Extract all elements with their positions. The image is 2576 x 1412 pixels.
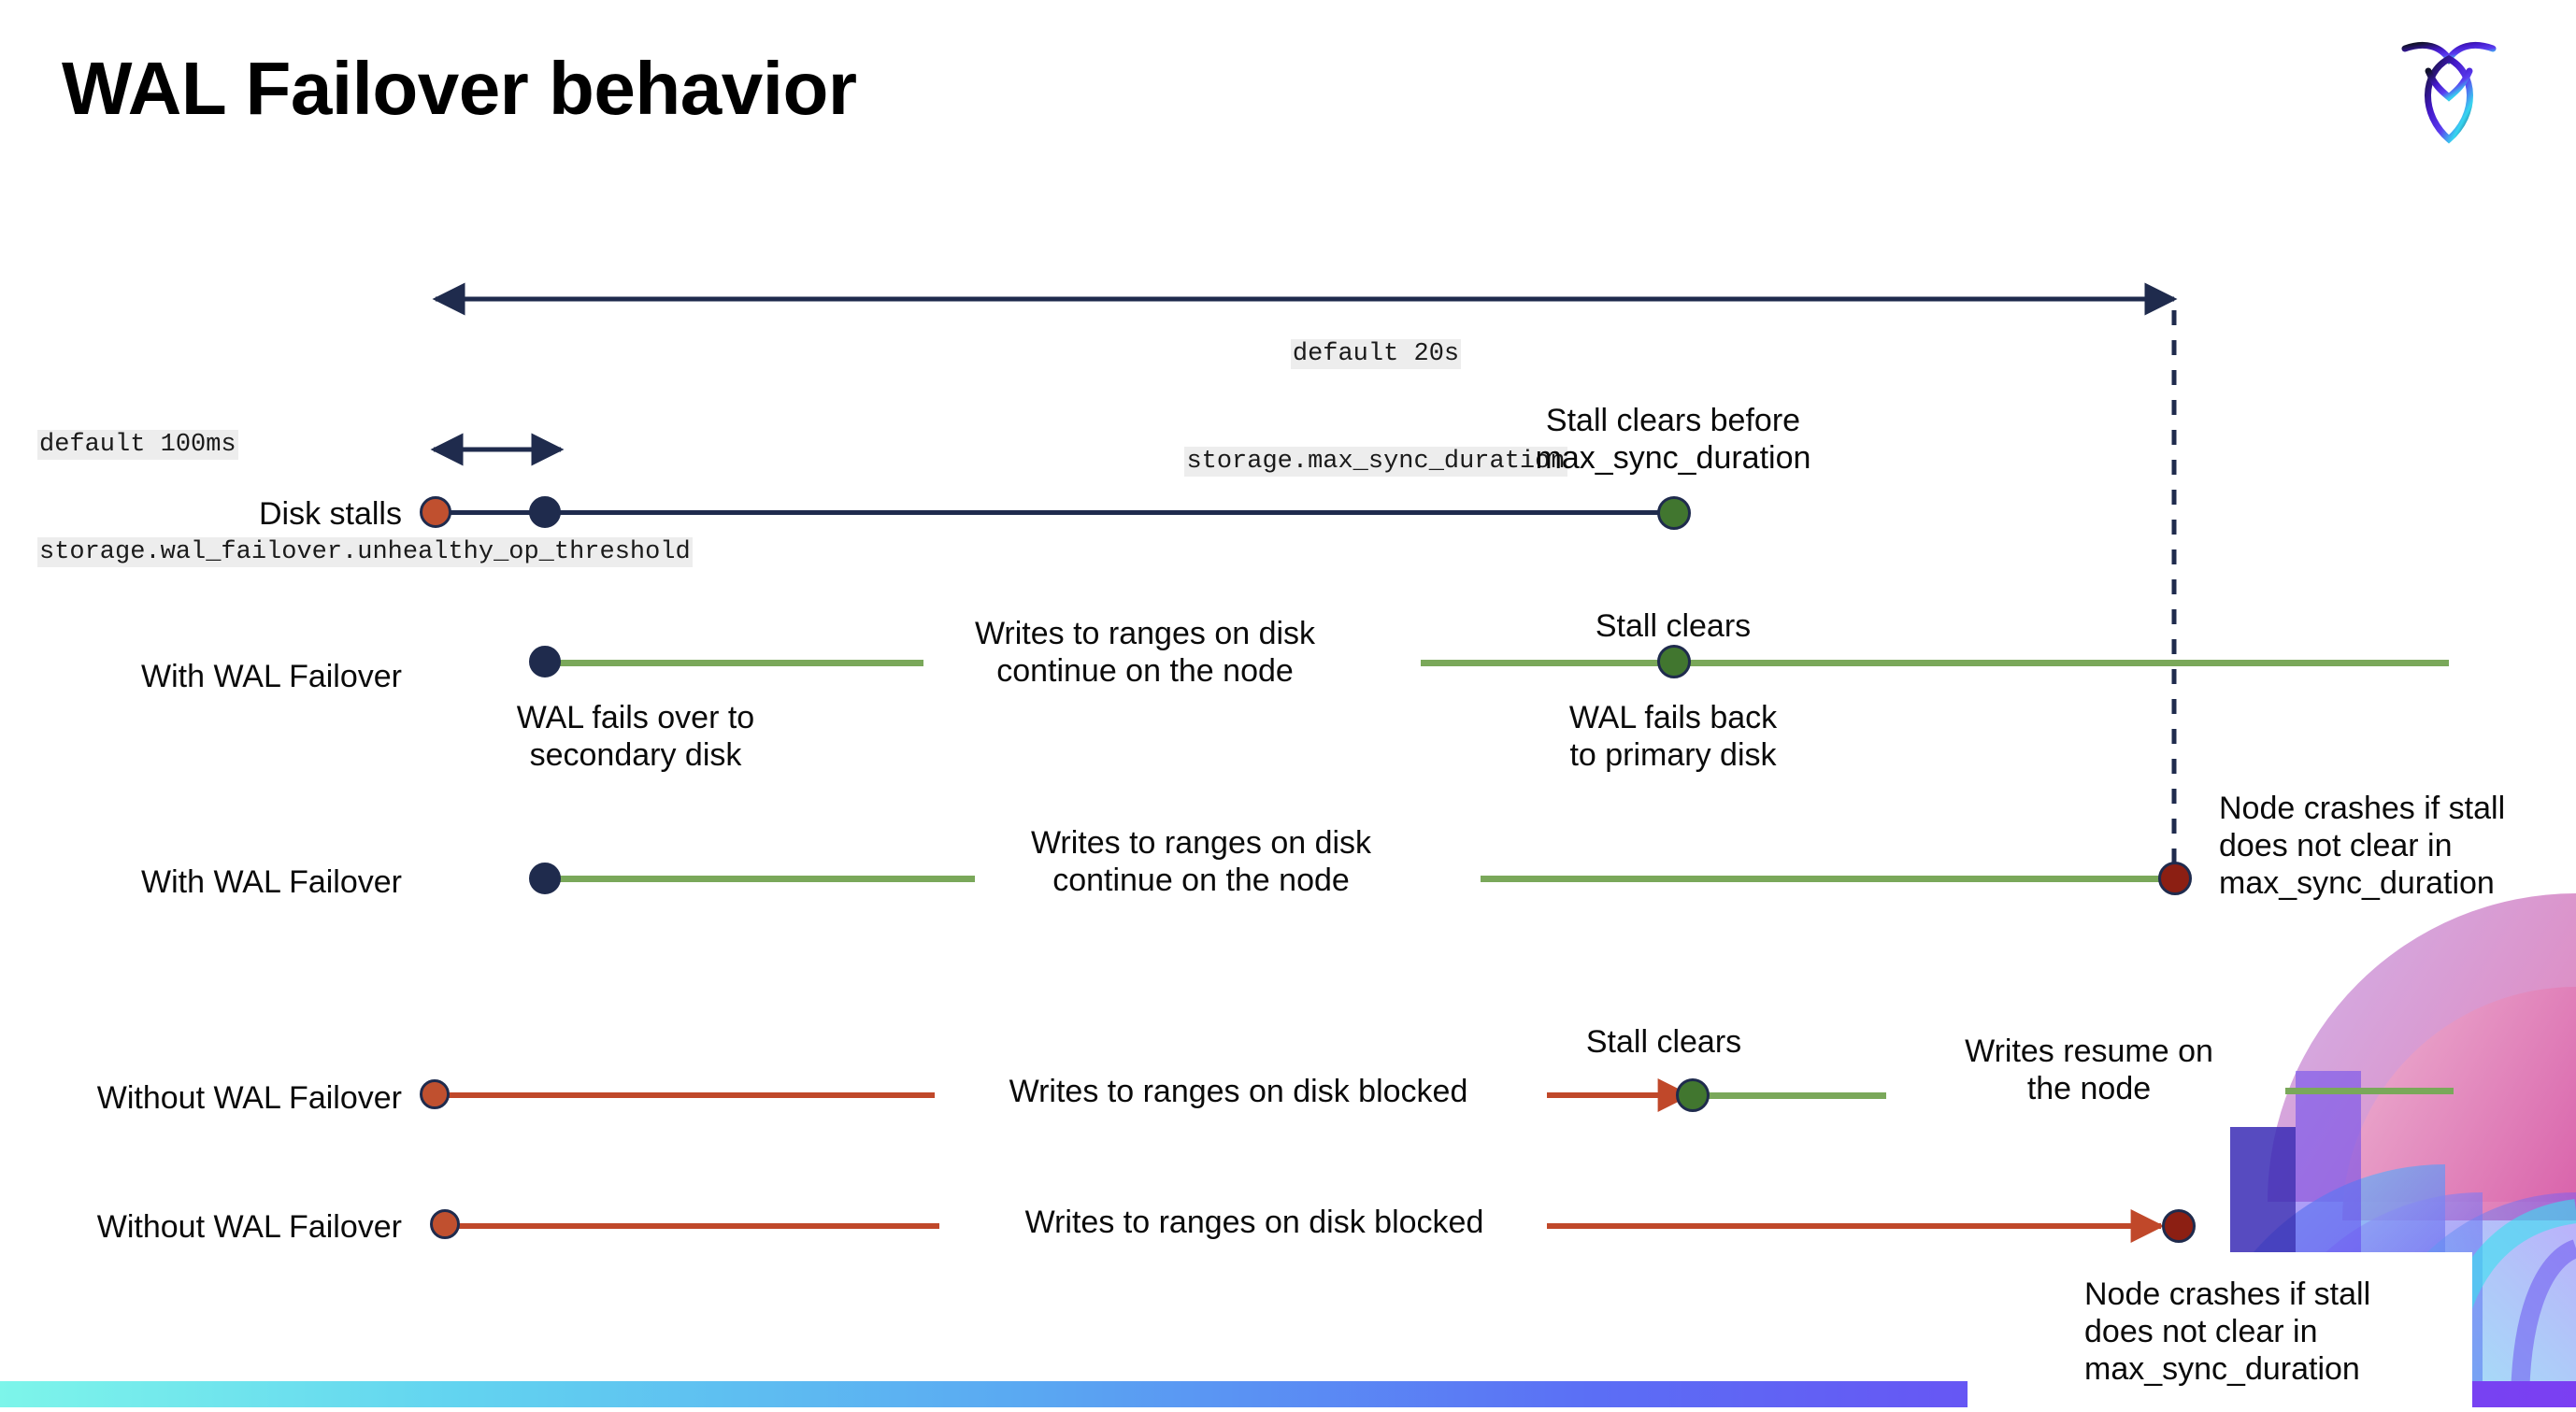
- without-wal-1-track-green-resume: [2285, 1088, 2454, 1094]
- green-clear-dot-without-wal-1: [1676, 1078, 1710, 1112]
- darkred-crash-dot-without-wal-2: [2162, 1209, 2196, 1243]
- row-label-with-wal-failover-2: With WAL Failover: [141, 864, 402, 900]
- note-stall-clears-1: Stall clears: [1595, 608, 1752, 644]
- with-wal-failover-1-track-right: [1421, 660, 2449, 666]
- unhealthy-op-default-label: default 100ms: [37, 429, 238, 460]
- note-stall-clears-2: Stall clears: [1585, 1024, 1742, 1060]
- page-title: WAL Failover behavior: [62, 47, 857, 130]
- orange-start-dot-without-wal-1: [420, 1079, 450, 1109]
- row-label-with-wal-failover-1: With WAL Failover: [141, 659, 402, 694]
- orange-start-dot-without-wal-2: [430, 1209, 460, 1239]
- unhealthy-op-setting-label: storage.wal_failover.unhealthy_op_thresh…: [37, 536, 693, 567]
- without-wal-1-track-green: [1699, 1092, 1886, 1099]
- row-label-without-wal-failover-1: Without WAL Failover: [96, 1080, 402, 1116]
- with-wal-failover-1-track-left: [545, 660, 923, 666]
- navy-failover-dot-with-wal-2: [529, 863, 561, 894]
- without-wal-1-track-red: [449, 1092, 935, 1098]
- row-label-disk-stalls: Disk stalls: [258, 496, 402, 532]
- without-wal-2-track-red: [449, 1223, 939, 1229]
- max-sync-duration-annotation: default 20s storage.max_sync_duration: [1142, 264, 1610, 515]
- note-writes-blocked-2: Writes to ranges on disk blocked: [1024, 1205, 1484, 1240]
- orange-start-dot-disk-stalls: [420, 496, 451, 528]
- node-crashes-callout-box: Node crashes if stall does not clear in …: [1968, 1252, 2472, 1407]
- note-node-crashes-1: Node crashes if stall does not clear in …: [2219, 791, 2506, 902]
- with-wal-failover-2-track-right: [1481, 876, 2174, 882]
- unhealthy-op-threshold-annotation: default 100ms storage.wal_failover.unhea…: [37, 355, 693, 606]
- disk-stalls-track: [436, 510, 1674, 515]
- green-clear-dot-with-wal-1: [1657, 645, 1691, 678]
- navy-failover-dot-disk-stalls: [529, 496, 561, 528]
- max-sync-setting-label: storage.max_sync_duration: [1184, 446, 1567, 477]
- note-node-crashes-2: Node crashes if stall does not clear in …: [2084, 1277, 2371, 1388]
- max-sync-default-label: default 20s: [1290, 338, 1462, 369]
- with-wal-failover-2-track-left: [545, 876, 975, 882]
- note-writes-blocked-1: Writes to ranges on disk blocked: [1009, 1074, 1468, 1109]
- green-clear-dot-disk-stalls: [1657, 496, 1691, 530]
- note-writes-continue-1: Writes to ranges on disk continue on the…: [974, 616, 1316, 690]
- cockroachdb-logo-icon: [2397, 28, 2500, 150]
- note-stall-clears-before-max-sync: Stall clears before max_sync_duration: [1535, 403, 1811, 477]
- note-writes-continue-2: Writes to ranges on disk continue on the…: [1030, 825, 1372, 899]
- navy-failover-dot-with-wal-1: [529, 646, 561, 677]
- note-wal-fails-over: WAL fails over to secondary disk: [516, 700, 755, 774]
- note-writes-resume: Writes resume on the node: [1965, 1034, 2213, 1107]
- row-label-without-wal-failover-2: Without WAL Failover: [96, 1209, 402, 1245]
- darkred-crash-dot-with-wal-2: [2158, 862, 2192, 895]
- note-wal-fails-back: WAL fails back to primary disk: [1568, 700, 1778, 774]
